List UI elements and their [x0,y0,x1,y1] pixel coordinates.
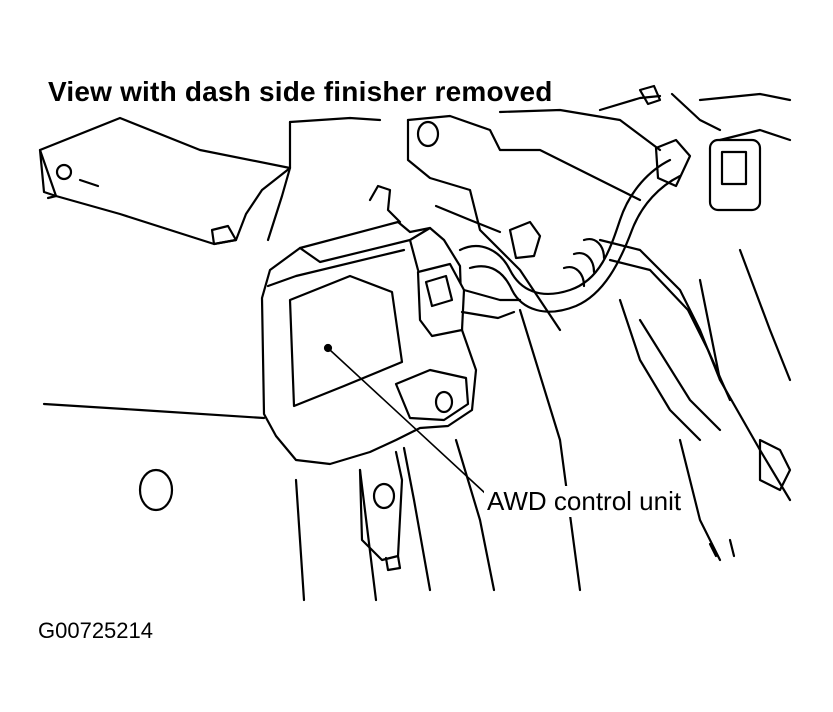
figure-title: View with dash side finisher removed [44,76,557,108]
dash-side-panel [44,118,580,600]
mounting-bracket-left [40,118,290,244]
figure-id: G00725214 [38,618,153,643]
awd-control-unit [262,186,520,570]
wire-harness [460,140,730,400]
callout-label-awd-control-unit: AWD control unit [484,486,685,517]
pillar-structure [408,86,790,560]
leader-line [330,350,486,494]
